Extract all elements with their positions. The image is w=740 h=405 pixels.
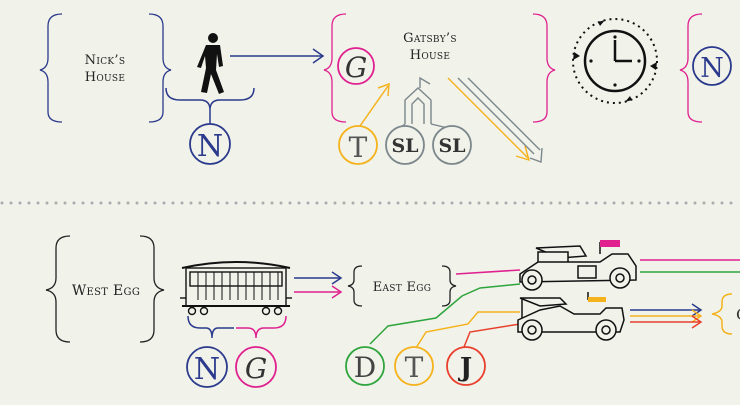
gatsby-house-bracket bbox=[323, 13, 556, 123]
gatsby-house-label-line2: House bbox=[410, 48, 451, 63]
nick-house-label-line1: Nick’s bbox=[85, 53, 126, 68]
gatsby-circle-top[interactable]: G bbox=[337, 47, 375, 85]
jordan-circle[interactable]: J bbox=[446, 346, 486, 386]
train-car-icon bbox=[180, 261, 292, 316]
tom-circle-bottom[interactable]: T bbox=[394, 346, 434, 386]
arrow-tom-to-gatsby bbox=[359, 82, 390, 127]
arrow-train-to-east-egg bbox=[294, 271, 343, 299]
west-egg-label: West Egg bbox=[72, 283, 140, 299]
servant-circle-2[interactable]: SL bbox=[432, 125, 472, 165]
clock-icon bbox=[572, 18, 658, 104]
nick-brace bbox=[165, 87, 255, 111]
nick-circle-right[interactable]: N bbox=[692, 46, 732, 86]
svg-text:G: G bbox=[245, 352, 267, 385]
nick-circle-top[interactable]: N bbox=[189, 123, 231, 165]
right-bottom-bracket bbox=[711, 293, 733, 335]
servant-circle-1[interactable]: SL bbox=[385, 125, 425, 165]
gatsby-circle-bottom[interactable]: G bbox=[235, 346, 277, 388]
daisy-circle[interactable]: D bbox=[345, 346, 385, 386]
train-brace-gatsby bbox=[236, 315, 287, 339]
nick-house-label-line2: House bbox=[85, 70, 126, 85]
departure-lines bbox=[447, 77, 543, 163]
east-egg-label: East Egg bbox=[373, 280, 432, 295]
arrow-nick-to-gatsby bbox=[230, 48, 325, 64]
nick-circle-bottom[interactable]: N bbox=[186, 346, 228, 388]
svg-text:T: T bbox=[405, 351, 424, 384]
svg-text:T: T bbox=[349, 131, 368, 164]
car-1-icon bbox=[519, 240, 637, 291]
walking-man-icon bbox=[197, 33, 224, 94]
svg-text:N: N bbox=[700, 53, 724, 84]
clipped-label-fragment: G bbox=[736, 305, 740, 324]
west-egg-bracket bbox=[45, 235, 165, 343]
svg-text:G: G bbox=[345, 51, 367, 84]
gatsby-house-label-line1: Gatsby’s bbox=[403, 31, 457, 46]
route-lines bbox=[369, 259, 740, 353]
svg-text:N: N bbox=[194, 352, 220, 387]
car-2-icon bbox=[517, 292, 625, 341]
svg-text:D: D bbox=[354, 351, 376, 384]
svg-text:SL: SL bbox=[391, 135, 418, 157]
nick-house-bracket bbox=[39, 13, 172, 123]
svg-text:J: J bbox=[458, 353, 472, 383]
svg-text:N: N bbox=[197, 129, 223, 164]
east-egg-bracket bbox=[347, 265, 457, 307]
svg-text:SL: SL bbox=[438, 135, 465, 157]
train-brace-nick bbox=[187, 315, 234, 339]
arrow-servants-up bbox=[404, 76, 432, 124]
right-top-bracket bbox=[679, 13, 703, 123]
tom-circle-top[interactable]: T bbox=[338, 125, 378, 165]
